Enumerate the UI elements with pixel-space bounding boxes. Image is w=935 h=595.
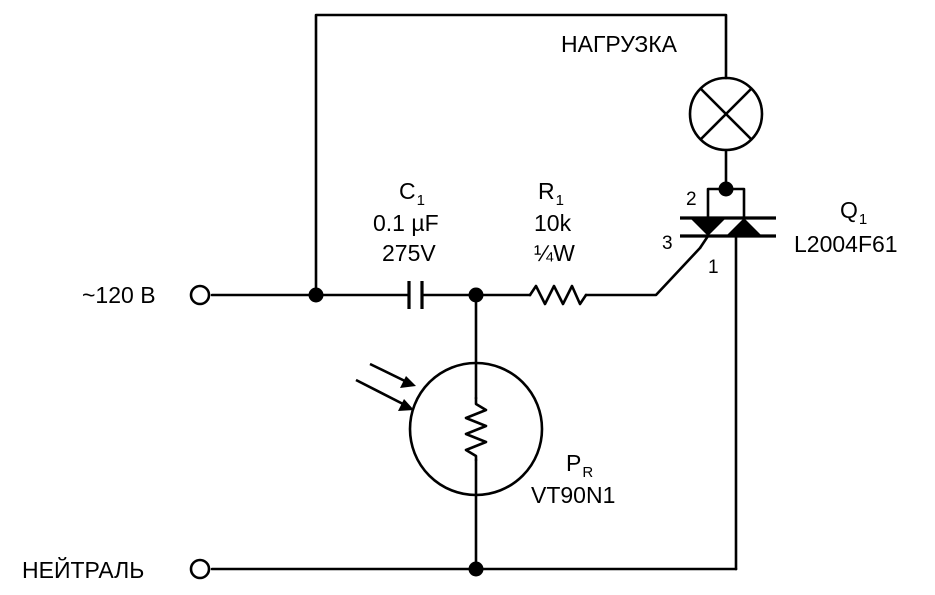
capacitor-ref: C1 [399,178,425,209]
line-label: ~120 В [82,282,156,308]
light-arrows-icon [355,362,416,411]
junction-dot [468,561,484,577]
line-terminal [189,284,211,306]
triac-pin-gate: 3 [662,233,673,254]
triac-part: L2004F61 [794,231,898,257]
triac-pin-mt1: 1 [708,257,719,278]
wire-resistor-to-gate [584,246,702,297]
load-label: НАГРУЗКА [561,31,678,57]
photoresistor-ref: PR [566,450,593,481]
capacitor-symbol [407,281,424,309]
resistor-value: 10k [534,210,572,236]
resistor-power: ¼W [534,240,575,266]
neutral-terminal [189,558,211,580]
junctions [308,181,734,577]
triac-symbol [680,187,776,249]
junction-dot [308,287,324,303]
resistor-ref: R1 [538,178,564,209]
wire-line-to-load [314,13,728,297]
junction-dot [468,287,484,303]
photoresistor-part: VT90N1 [531,482,615,508]
lamp-symbol [688,76,764,152]
wires [210,13,738,571]
capacitor-voltage: 275V [382,240,436,266]
triac-pin-mt2: 2 [686,189,697,210]
resistor-symbol [528,284,588,306]
photoresistor-symbol [408,361,544,497]
capacitor-value: 0.1 µF [373,210,439,236]
triac-ref: Q1 [840,197,867,228]
neutral-label: НЕЙТРАЛЬ [22,556,144,583]
